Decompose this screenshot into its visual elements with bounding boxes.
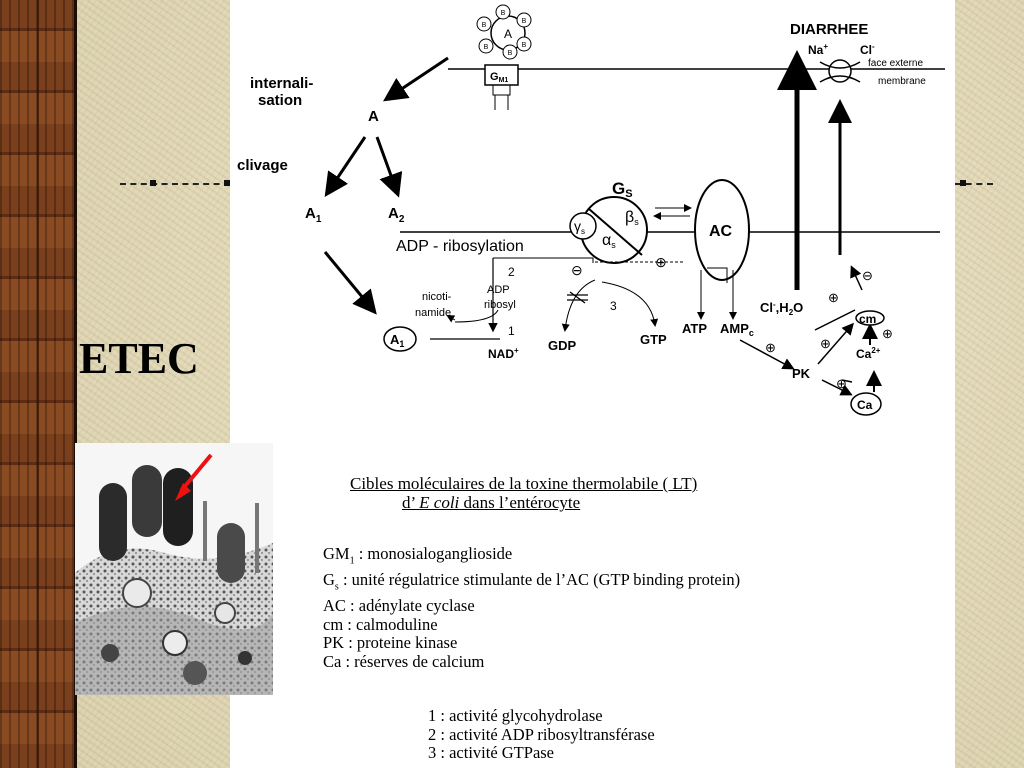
svg-text:sation: sation [258,92,302,109]
legend-item: PK : proteine kinase [323,633,458,653]
wood-seam [37,0,39,768]
toxin-ab5: A B B B B B B [476,4,532,60]
diagram-panel [230,0,955,768]
svg-text:B: B [522,18,527,25]
a1-label: A1 [305,205,322,225]
svg-text:nicoti-: nicoti- [422,291,452,303]
minus-sign-1: ⊖ [571,262,583,278]
electron-micrograph [75,443,273,695]
svg-text:⊕: ⊕ [868,374,879,389]
svg-text:namide: namide [415,307,451,319]
legend-item: AC : adénylate cyclase [323,596,475,615]
svg-text:⊕: ⊕ [828,290,839,305]
gdp-label: GDP [548,338,577,353]
activity-2-number: 2 [508,265,515,279]
gamma-s-label: γs [574,218,585,236]
ca2-label: Ca2+ [856,346,881,361]
cl-h2o-label: Cl-,H2O [760,300,803,317]
legend-item: Ca : réserves de calcium [323,652,485,672]
legend-item: Gs : unité régulatrice stimulante de l’A… [323,570,741,593]
gtp-label: GTP [640,332,667,347]
plus-sign-1: ⊕ [655,254,667,270]
nad-label: NAD+ [488,346,519,361]
clivage-label: clivage [237,157,288,174]
activities-list: 1 : activité glycohydrolase 2 : activité… [428,706,655,763]
svg-text:⊕: ⊕ [820,336,831,351]
beta-s-label: βs [625,209,639,227]
wood-edge [74,0,77,768]
abbreviation-legend: GM1 : monosialoganglioside Gs : unité ré… [323,544,741,672]
internalisation-label: internali- [250,75,313,92]
rule-dot-left [150,180,156,186]
internalisation-arrow [383,56,449,102]
gamma-s-circle [569,212,597,240]
ca-label: Ca [857,398,873,412]
svg-text:B: B [508,50,513,57]
amp-label: AMPc [720,321,754,338]
svg-text:⊕: ⊕ [882,326,893,341]
ac-label: AC [709,223,733,240]
cm-label: cm [859,312,876,326]
svg-text:B: B [482,22,487,29]
svg-text:B: B [501,10,506,17]
gs-label: GS [612,179,633,200]
activity-item: 2 : activité ADP ribosyltransférase [428,724,655,744]
legend-item: GM1 : monosialoganglioside [323,544,513,567]
svg-text:ribosyl: ribosyl [484,299,516,311]
rule-dot-right [960,180,966,186]
caption-line-1: Cibles moléculaires de la toxine thermol… [350,474,698,493]
dashed-rule-right [955,183,993,185]
a-label: A [368,108,379,125]
activity-1-number: 1 [508,324,515,338]
activity-3-number: 3 [610,299,617,313]
svg-text:⊕: ⊕ [765,340,776,355]
adp-ribosylation-label: ADP - ribosylation [396,238,524,255]
face-externe-label: face externe [868,58,923,69]
ion-channel [828,59,852,83]
cm-oval [855,310,885,326]
svg-text:⊖: ⊖ [862,268,873,283]
a1-circle [383,326,417,352]
svg-text:B: B [522,42,527,49]
micrograph-image [75,443,273,695]
ca-circle [850,392,882,416]
svg-text:⊕: ⊕ [836,376,847,391]
rule-dot-left-2 [224,180,230,186]
red-arrow-head [175,483,191,501]
gm1-receptor: GM1 [484,64,519,110]
ac-ellipse [694,179,750,281]
lt-toxin-pathway-diagram: A B B B B B B GM1 internali- sation A cl… [237,4,945,416]
activity-item: 1 : activité glycohydrolase [428,706,603,725]
red-arrow-shaft [179,453,213,493]
activity-item: 3 : activité GTPase [428,743,555,762]
slide-title: ETEC [79,334,199,383]
toxin-a-label: A [504,27,512,41]
figure-caption: Cibles moléculaires de la toxine thermol… [350,474,697,512]
na-label: Na+ [808,42,828,57]
svg-text:ADP: ADP [487,284,510,296]
dashed-rule-left [120,183,230,185]
caption-line-2: d’ E coli dans l’entérocyte [402,493,581,512]
cl-label: Cl- [860,42,875,57]
svg-text:A1: A1 [390,332,404,349]
a1-to-a1-arrow [323,251,377,315]
atp-label: ATP [682,321,707,336]
svg-text:B: B [484,44,489,51]
legend-item: cm : calmoduline [323,614,438,634]
alpha-s-label: αs [602,232,616,250]
pk-label: PK [792,366,811,381]
membrane-label: membrane [878,76,926,87]
clivage-arrow-a2 [375,136,403,198]
clivage-arrow-a1 [324,136,367,197]
svg-text:GM1: GM1 [490,71,508,84]
diarrhee-label: DIARRHEE [790,21,868,38]
a2-label: A2 [388,205,405,225]
